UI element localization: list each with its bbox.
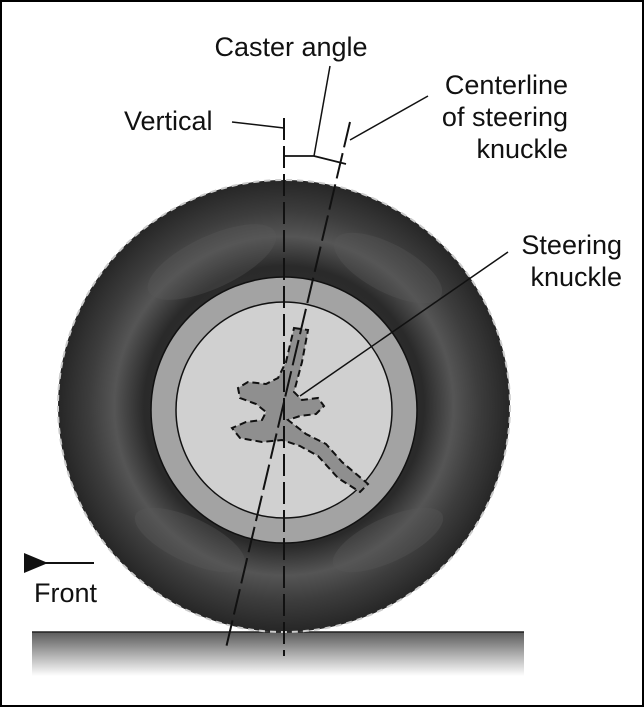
steering-knuckle-shape [230, 326, 370, 494]
caster-angle-bracket [284, 155, 347, 165]
caster-angle-leader [313, 65, 331, 157]
label-centerline-line3: knuckle [476, 133, 568, 164]
vertical-leader [231, 121, 285, 129]
label-front: Front [34, 578, 98, 608]
label-steering-knuckle-line1: Steering [521, 230, 622, 260]
label-centerline-line2: of steering [441, 101, 568, 132]
label-caster-angle: Caster angle [214, 32, 368, 62]
label-centerline: Centerline of steering knuckle [410, 70, 568, 166]
label-steering-knuckle: Steering knuckle [490, 230, 622, 294]
steering-knuckle-leader [299, 251, 509, 397]
label-steering-knuckle-line2: knuckle [530, 261, 622, 292]
ground [32, 632, 524, 676]
label-vertical: Vertical [124, 106, 213, 136]
centerline-leader [349, 95, 429, 141]
centerline-of-steering-knuckle [225, 121, 351, 649]
label-centerline-line1: Centerline [444, 70, 568, 100]
